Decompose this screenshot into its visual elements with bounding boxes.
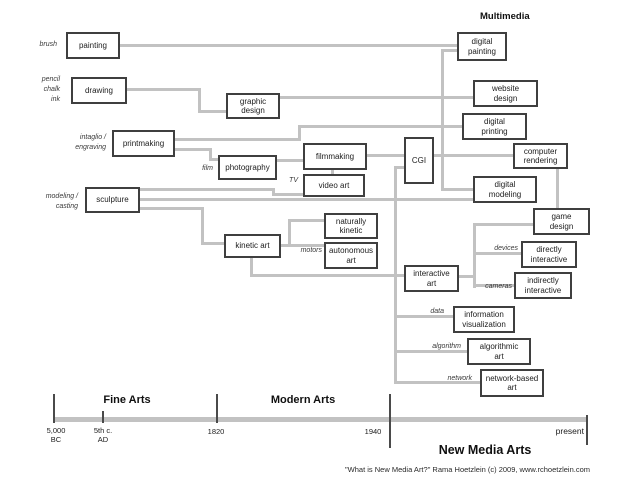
timeline-tick-1940 (389, 394, 391, 448)
multimedia-title: Multimedia (480, 11, 530, 22)
node-indirectly-interactive: indirectly interactive (514, 272, 572, 299)
connector (556, 168, 559, 210)
tick-label-5000bc: 5,000 BC (46, 426, 66, 444)
connector (277, 159, 305, 162)
connector (272, 188, 275, 196)
connector (175, 148, 212, 151)
label-tv: TV (289, 177, 298, 184)
connector (394, 350, 469, 353)
node-photography: photography (218, 155, 277, 180)
connector (394, 315, 455, 318)
node-computer-rendering: computer rendering (513, 143, 568, 169)
label-intaglio-engraving: intaglio / engraving (75, 134, 106, 151)
connector (441, 49, 459, 52)
connector (473, 252, 523, 255)
connector (127, 88, 201, 91)
connector (250, 257, 253, 277)
connector (331, 169, 334, 176)
connector (198, 110, 228, 113)
era-modern-arts: Modern Arts (270, 394, 336, 406)
connector (298, 125, 464, 128)
connector (250, 274, 406, 277)
tick-label-present: present (555, 426, 584, 436)
node-algorithmic-art: algorithmic art (467, 338, 531, 365)
connector (298, 125, 301, 141)
label-modeling-casting: modeling / casting (45, 193, 78, 210)
timeline-tick-5000bc (53, 394, 55, 423)
connector (198, 88, 201, 113)
node-digital-painting: digital painting (457, 32, 507, 61)
tick-label-5thc: 5th c. AD (93, 426, 113, 444)
label-algorithm: algorithm (432, 343, 461, 350)
connector (209, 158, 220, 161)
node-graphic-design: graphic design (226, 93, 280, 119)
label-network: network (447, 375, 472, 382)
connector (473, 223, 535, 226)
node-naturally-kinetic: naturally kinetic (324, 213, 378, 239)
label-film: film (202, 165, 213, 172)
node-video-art: video art (303, 174, 365, 197)
label-cameras: cameras (485, 283, 512, 290)
timeline-bar (53, 417, 587, 422)
timeline-tick-5thc (102, 411, 104, 423)
connector (394, 166, 397, 384)
node-network-based-art: network-based art (480, 369, 544, 397)
label-motors: motors (300, 247, 322, 254)
connector (280, 96, 475, 99)
node-directly-interactive: directly interactive (521, 241, 577, 268)
connector (394, 381, 482, 384)
node-digital-printing: digital printing (462, 113, 527, 140)
connector (473, 223, 476, 288)
node-drawing: drawing (71, 77, 127, 104)
timeline-tick-present (586, 415, 588, 445)
node-sculpture: sculpture (85, 187, 140, 213)
node-information-visualization: information visualization (453, 306, 515, 333)
connector (396, 166, 406, 169)
node-kinetic-art: kinetic art (224, 234, 281, 258)
tick-label-1820: 1820 (207, 427, 225, 436)
connector (367, 154, 406, 157)
connector (441, 188, 475, 191)
label-brush: brush (39, 41, 57, 48)
node-digital-modeling: digital modeling (473, 176, 537, 203)
node-website-design: website design (473, 80, 538, 107)
citation: "What is New Media Art?" Rama Hoetzlein … (345, 465, 590, 474)
node-game-design: game design (533, 208, 590, 235)
connector (201, 207, 204, 245)
connector (288, 219, 326, 222)
era-fine-arts: Fine Arts (103, 394, 151, 406)
node-interactive-art: interactive art (404, 265, 459, 292)
era-new-media-arts: New Media Arts (438, 443, 532, 457)
connector (140, 198, 475, 201)
connector (272, 193, 305, 196)
connector (140, 207, 204, 210)
connector (281, 244, 291, 247)
node-filmmaking: filmmaking (303, 143, 367, 170)
connector (140, 188, 275, 191)
connector (175, 138, 301, 141)
connector (120, 44, 457, 47)
label-pencil-chalk-ink: pencil chalk ink (41, 76, 60, 103)
connector (209, 148, 212, 161)
connector (433, 154, 514, 157)
node-painting: painting (66, 32, 120, 59)
connector (201, 242, 226, 245)
node-cgi: CGI (404, 137, 434, 184)
connector (288, 219, 291, 247)
label-data: data (430, 308, 444, 315)
label-devices: devices (494, 245, 518, 252)
connector (459, 275, 476, 278)
connector (473, 284, 516, 287)
connector (288, 244, 326, 247)
tick-label-1940: 1940 (364, 427, 382, 436)
node-autonomous-art: autonomous art (324, 242, 378, 269)
timeline-tick-1820 (216, 394, 218, 423)
connector (441, 49, 444, 191)
node-printmaking: printmaking (112, 130, 175, 157)
